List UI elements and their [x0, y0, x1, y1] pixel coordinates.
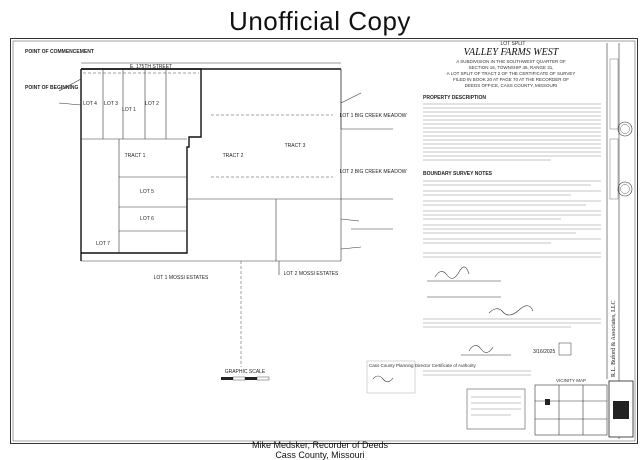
surveying-firm-name: R.L. Buford & Associates, LLC — [610, 301, 617, 378]
tract2-label: TRACT 2 — [223, 153, 244, 159]
lot-label: LOT 5 — [140, 189, 154, 195]
signature-date: 3/16/2025 — [533, 349, 555, 355]
big-creek-1-label: LOT 1 BIG CREEK MEADOW — [340, 113, 407, 119]
property-description-heading: PROPERTY DESCRIPTION — [423, 95, 486, 101]
lot-label: LOT 2 — [145, 101, 159, 107]
boundary-notes-heading: BOUNDARY SURVEY NOTES — [423, 171, 493, 177]
plat-area — [58, 62, 393, 381]
right-title-strip — [606, 43, 634, 439]
plat-subtitle: A LOT SPLIT OF TRACT 2 OF THE CERTIFICAT… — [447, 71, 576, 76]
surveyor-seal — [617, 121, 633, 137]
big-creek-2-label: LOT 2 BIG CREEK MEADOW — [340, 169, 407, 175]
recorder-name: Mike Medsker, Recorder of Deeds — [251, 440, 389, 450]
lot-split-caption: LOT SPLIT — [501, 41, 526, 47]
plat-subtitle: A SUBDIVISION IN THE SOUTHWEST QUARTER O… — [456, 59, 566, 64]
county-name: Cass County, Missouri — [275, 450, 365, 460]
plat-subtitle: DEEDS OFFICE, CASS COUNTY, MISSOURI — [465, 83, 557, 88]
watermark-title: Unofficial Copy — [229, 6, 411, 36]
vicinity-map: VICINITY MAP — [534, 378, 608, 436]
property-description-body — [423, 103, 601, 161]
firm-logo-mark — [613, 401, 629, 419]
vicinity-map-label: VICINITY MAP — [556, 378, 586, 383]
sheet-border — [12, 40, 636, 442]
lot-label: LOT 4 — [83, 101, 97, 107]
lot-label: LOT 3 — [104, 101, 118, 107]
recorder-footer: Mike Medsker, Recorder of Deeds Cass Cou… — [0, 440, 640, 460]
tract1-label: TRACT 1 — [125, 153, 146, 159]
lot-label: LOT 7 — [96, 241, 110, 247]
owner-signature — [434, 266, 470, 279]
recording-stamp — [466, 388, 526, 430]
plat-sheet: POINT OF COMMENCEMENT POINT OF BEGINNING… — [10, 38, 638, 444]
plat-title: VALLEY FARMS WEST — [464, 47, 560, 58]
street-label: E. 175TH STREET — [130, 64, 172, 70]
boundary-notes-body — [423, 180, 601, 244]
engineer-seal — [617, 181, 633, 197]
point-of-commencement-label: POINT OF COMMENCEMENT — [25, 49, 94, 55]
lot-label: LOT 1 — [122, 107, 136, 113]
notary-signature — [488, 305, 534, 316]
planning-stamp-text: Cass County Planning Director Certificat… — [369, 363, 477, 368]
lot1-mossi-label: LOT 1 MOSSI ESTATES — [154, 275, 209, 281]
plat-subtitle: FILED IN BOOK 20 AT PAGE 70 AT THE RECOR… — [453, 77, 569, 82]
lot-label: LOT 6 — [140, 216, 154, 222]
lot2-mossi-label: LOT 2 MOSSI ESTATES — [284, 271, 339, 277]
plat-subtitle: SECTION 16, TOWNSHIP 46, RANGE 31, — [468, 65, 553, 70]
point-of-beginning-label: POINT OF BEGINNING — [25, 85, 78, 91]
graphic-scale-bar — [221, 376, 270, 381]
seal-box — [558, 342, 572, 356]
surveyor-signature — [468, 345, 494, 353]
plat-drawing: POINT OF COMMENCEMENT POINT OF BEGINNING… — [12, 40, 636, 442]
tract3-label: TRACT 3 — [285, 143, 306, 149]
graphic-scale-label: GRAPHIC SCALE — [225, 369, 266, 375]
certification-block: 3/16/2025 — [423, 252, 601, 376]
planning-director-stamp: Cass County Planning Director Certificat… — [366, 360, 477, 394]
